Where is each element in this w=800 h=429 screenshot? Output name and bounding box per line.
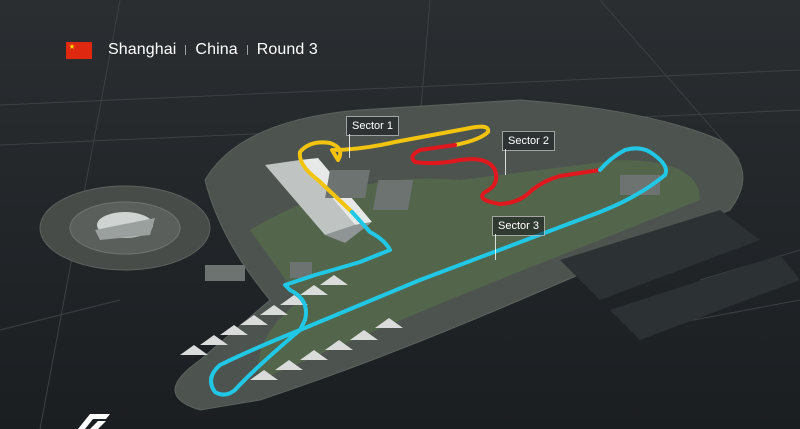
race-header: Shanghai China Round 3: [66, 40, 318, 60]
sector-1-path: [297, 124, 491, 214]
paddock-buildings: [205, 170, 660, 281]
separator: [185, 45, 187, 55]
sector-3-leader: [495, 234, 496, 260]
sector-2-label: Sector 2: [502, 131, 555, 151]
sector-3-path: [209, 146, 668, 397]
country-label: China: [195, 41, 238, 58]
sector-2-leader: [505, 149, 506, 175]
sector-2-path: [410, 143, 602, 206]
round-building: [39, 185, 211, 271]
china-flag-icon: [66, 41, 92, 59]
round-label: Round 3: [256, 41, 318, 58]
separator: [246, 45, 248, 55]
sector-1-label: Sector 1: [346, 116, 399, 136]
f1-logo-icon: [78, 414, 110, 429]
parking-lots: [560, 210, 800, 340]
sector-1-leader: [349, 134, 350, 158]
track-layout: [209, 124, 668, 397]
tent-row: [180, 275, 403, 380]
flag-star-icon: [69, 43, 75, 49]
city-label: Shanghai: [108, 41, 177, 58]
sector-3-label: Sector 3: [492, 216, 545, 236]
